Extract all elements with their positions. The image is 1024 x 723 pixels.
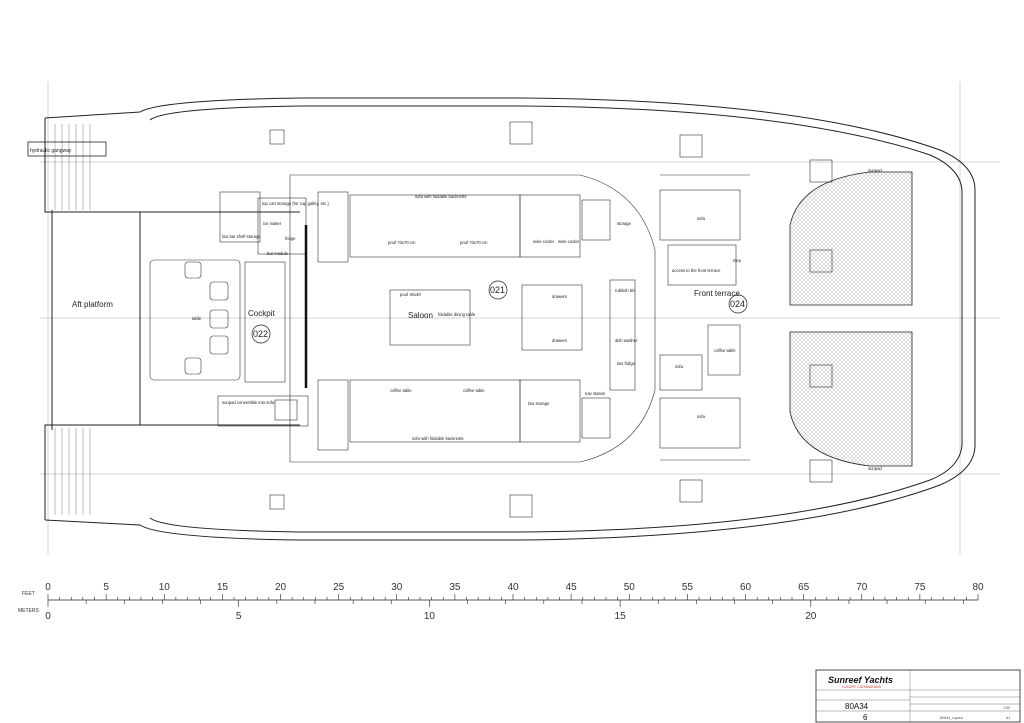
brand-subtitle: LUXURY CATAMARANS: [842, 685, 881, 689]
low-bar-label: low bar shelf storage: [222, 234, 261, 239]
sofa-3-label: sofa: [697, 414, 706, 419]
saloon-number: 021: [490, 285, 505, 295]
low-fridge-label: low fridge: [617, 361, 636, 366]
trampoline-top: [789, 171, 913, 306]
sunpad-1-label: sunpad: [868, 168, 882, 173]
front-terrace-number-circle: [728, 294, 748, 314]
meter-tick-label: 0: [45, 611, 51, 622]
gangway-label: hydraulic gangway: [30, 148, 72, 154]
foldable-table-label: foldable dining table: [438, 312, 476, 317]
top-cart-label: top cart storage (for cup galley, etc.): [262, 201, 329, 206]
sofa-bottom-label: sofa with foldable backrests: [412, 436, 463, 441]
drawers-1-label: drawers: [552, 294, 567, 299]
scale-value: 1:50: [1003, 706, 1010, 710]
feet-tick-label: 20: [275, 582, 287, 593]
feet-tick-label: 75: [914, 582, 926, 593]
guide-lines: [40, 82, 1000, 555]
front-terrace-furniture: [659, 174, 750, 461]
feet-tick-label: 10: [159, 582, 171, 593]
sofa-1-label: sofa: [697, 216, 706, 221]
cockpit-furniture: [149, 191, 309, 427]
title-block: Sunreef Yachts LUXURY CATAMARANS 80A34 6…: [815, 669, 1021, 723]
model-number: 80A34: [845, 702, 869, 711]
feet-tick-label: 80: [972, 582, 984, 593]
icemaker-label: ice maker: [263, 221, 282, 226]
front-terrace-label: Front terrace: [694, 289, 740, 298]
pouf-left-label: pouf 70x70 cm: [388, 240, 416, 245]
feet-tick-label: 65: [798, 582, 810, 593]
meter-tick-label: 15: [615, 611, 627, 622]
access-front-label: access to the front terrace: [672, 268, 721, 273]
rubbish-bin-label: rubbish bin: [615, 288, 636, 293]
saloon-number-circle: [488, 280, 508, 300]
feet-tick-label: 40: [507, 582, 519, 593]
feet-tick-label: 60: [740, 582, 752, 593]
fridge-label: fridge: [285, 236, 296, 241]
feet-tick-label: 35: [449, 582, 461, 593]
sheet-number: 6: [863, 713, 868, 722]
low-storage-label: low storage: [528, 401, 550, 406]
cockpit-table-label: table: [192, 316, 202, 321]
pouf-right-label: pouf 70x70 cm: [460, 240, 488, 245]
meter-tick-label: 10: [424, 611, 436, 622]
gangway: [27, 141, 107, 157]
aft-steps: [54, 124, 91, 515]
sofa-2-label: sofa: [675, 364, 684, 369]
feet-label: FEET: [22, 591, 35, 597]
deck-hatches: [269, 121, 833, 518]
aft-platform-label: Aft platform: [72, 300, 113, 309]
feet-tick-label: 30: [391, 582, 403, 593]
feet-ticks: 0 5 10 15 20 25 30 35 40 45 50 55 60 65 70 75 80: [45, 582, 984, 600]
meter-tick-label: 5: [236, 611, 242, 622]
meter-tick-label: 20: [805, 611, 817, 622]
feet-tick-label: 45: [566, 582, 578, 593]
feet-tick-label: 0: [45, 582, 51, 593]
sunpad-2-label: sunpad: [868, 466, 882, 471]
meter-ticks: 0 5 10 15 20: [45, 600, 964, 622]
feet-tick-label: 55: [682, 582, 694, 593]
pouf-small-label: pouf 40x40: [400, 292, 421, 297]
sheet-size: A1: [1006, 716, 1010, 720]
step-label: step: [733, 258, 742, 263]
coffee-table-3-label: coffee table: [714, 348, 736, 353]
hull-outline: [44, 97, 976, 541]
feet-tick-label: 50: [624, 582, 636, 593]
coffee-table-2-label: coffee table: [463, 388, 485, 393]
wine-cooler-1-label: wine cooler: [533, 239, 555, 244]
cockpit-number-circle: [251, 324, 271, 344]
meters-label: METERS: [18, 608, 40, 614]
cockpit-label: Cockpit: [248, 309, 275, 318]
drawers-2-label: drawers: [552, 338, 567, 343]
feet-tick-label: 15: [217, 582, 229, 593]
saloon-label: Saloon: [408, 311, 433, 320]
saloon-walls: [289, 174, 656, 463]
sofa-top-label: sofa with foldable backrests: [415, 194, 466, 199]
sunpad-convertible-label: sunpad convertible into sofa: [222, 400, 275, 405]
wine-cooler-2-label: wine cooler: [558, 239, 580, 244]
front-terrace-number: 024: [730, 299, 745, 309]
storage-label: storage: [617, 221, 632, 226]
feet-tick-label: 5: [103, 582, 109, 593]
nav-station-label: nav station: [585, 391, 606, 396]
file-name: 80A34_Layout: [940, 716, 963, 720]
brand-logo: Sunreef Yachts: [828, 675, 893, 685]
coffee-table-1-label: coffee table: [390, 388, 412, 393]
feet-tick-label: 70: [856, 582, 868, 593]
trampoline-bottom: [789, 331, 913, 467]
bar-module-label: bar module: [267, 251, 289, 256]
feet-tick-label: 25: [333, 582, 345, 593]
dish-washer-label: dish washer: [615, 338, 638, 343]
cockpit-number: 022: [253, 329, 268, 339]
